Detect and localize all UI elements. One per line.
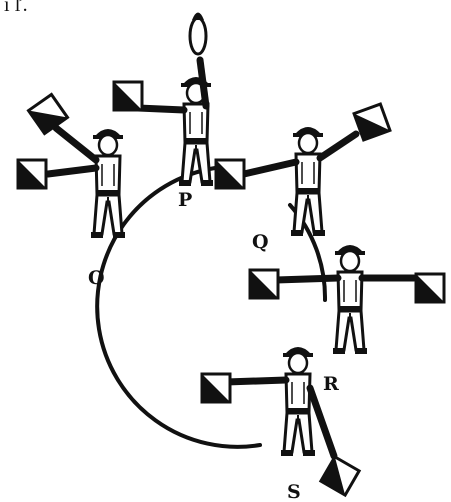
label-r: R: [323, 373, 339, 395]
signaller-q: [216, 104, 390, 236]
signaller-o: [18, 95, 125, 238]
signaller-r: [250, 245, 444, 354]
label-p: P: [178, 189, 192, 211]
signaller-s: [202, 347, 359, 495]
label-q: Q: [252, 231, 269, 253]
label-o: O: [88, 267, 105, 289]
label-s: S: [287, 481, 301, 502]
signaller-p: [114, 13, 213, 187]
